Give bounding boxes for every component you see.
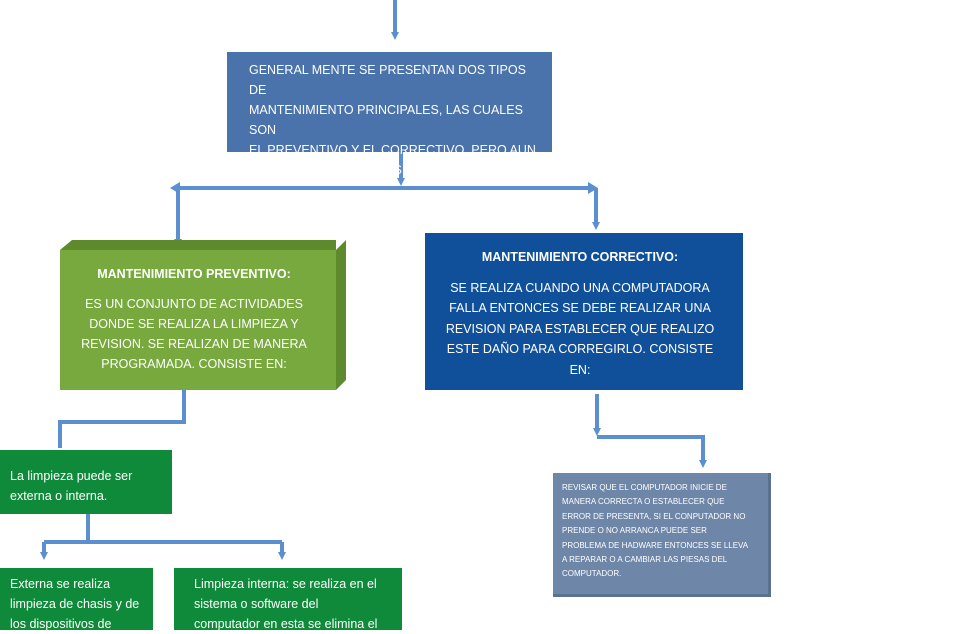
node-corrective-maintenance: MANTENIMIENTO CORRECTIVO: SE REALIZA CUA… [425,233,743,390]
node-corrective-text: SE REALIZA CUANDO UNA COMPUTADORA FALLA … [445,280,715,377]
node-review: REVISAR QUE EL COMPUTADOR INICIE DE MANE… [553,473,771,597]
node-preventive-maintenance: MANTENIMIENTO PREVENTIVO: ES UN CONJUNTO… [60,250,336,390]
node-internal-text: Limpieza interna: se realiza en el siste… [194,577,378,631]
node-top-text: GENERAL MENTE SE PRESENTAN DOS TIPOS DE … [249,63,536,177]
node-top-general: GENERAL MENTE SE PRESENTAN DOS TIPOS DE … [227,52,552,177]
node-preventive-title: MANTENIMIENTO PREVENTIVO: [97,267,291,281]
node-review-text: REVISAR QUE EL COMPUTADOR INICIE DE MANE… [562,483,749,579]
node-cleaning-text: La limpieza puede ser externa o interna. [10,469,133,503]
line-corrective-to-review [597,435,707,468]
node-preventive-text: ES UN CONJUNTO DE ACTIVIDADES DONDE SE R… [81,297,307,371]
node-external-cleaning: Externa se realiza limpieza de chasis y … [0,568,153,631]
node-external-text: Externa se realiza limpieza de chasis y … [10,577,140,631]
node-corrective-title: MANTENIMIENTO CORRECTIVO: [481,250,679,264]
preventive-box-bevel [60,240,336,250]
line-preventive-to-cleaning [58,390,186,448]
node-internal-cleaning: Limpieza interna: se realiza en el siste… [174,568,402,631]
node-cleaning: La limpieza puede ser externa o interna. [0,450,172,514]
